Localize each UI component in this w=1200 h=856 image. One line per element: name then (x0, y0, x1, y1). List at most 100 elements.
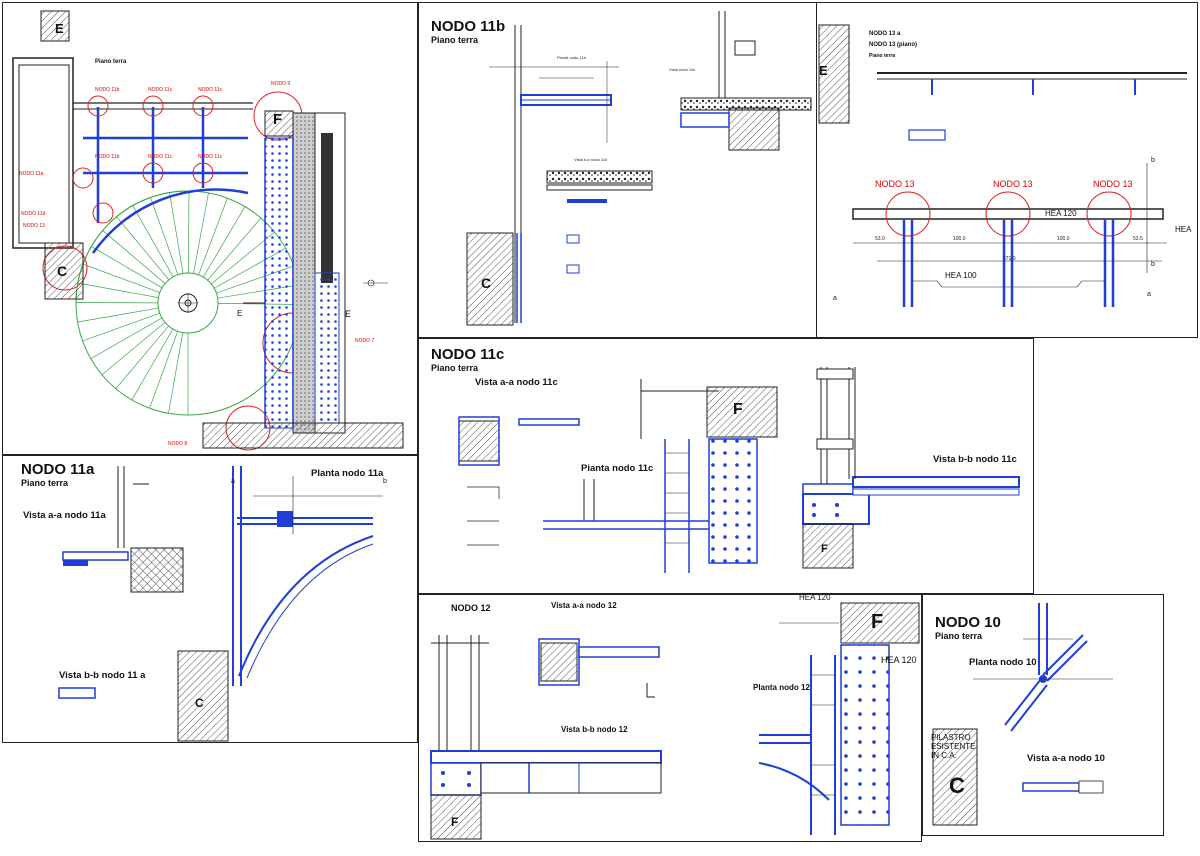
wall-block-e (40, 10, 70, 42)
nodo-11c-title: NODO 11c (431, 346, 505, 363)
nodo-11c-view-plan: Pianta nodo 11c (581, 463, 654, 474)
nodo-13-a1: a (833, 295, 837, 302)
nodo-11c-f2: F (821, 543, 828, 555)
nodo-12-title: NODO 12 (451, 603, 491, 613)
plan-sheet: Piano terra E F C E E NODO 11b NODO 11c … (2, 2, 418, 455)
stair-tread (198, 198, 228, 276)
nodo-13-d5: 371.0 (1003, 256, 1016, 262)
stair-tread (193, 192, 209, 274)
nodo-13-tag-1: NODO 13 (875, 179, 915, 189)
nodo-11b-drawing (466, 11, 812, 326)
stair-tread (149, 331, 179, 409)
sheet-nodo-13: NODO 13 a NODO 13 (piano) Piano terra E NO… (816, 2, 1198, 338)
nodo-11c-view-aa: Vista a-a nodo 11c (475, 377, 558, 388)
nodo-10-subtitle: Piano terra (935, 631, 983, 641)
nodo-12-drawing (430, 602, 920, 840)
tag-11b-2: NODO 11b (95, 154, 120, 160)
nodo-13-subtitle: Piano terra (869, 53, 896, 59)
nodo-12-view-plan: Planta nodo 12 (753, 683, 810, 692)
label-e: E (55, 21, 64, 36)
label-e2: E (237, 309, 243, 318)
stair-tread (82, 263, 160, 293)
pilastro-label: PILASTRO ESISTENTE IN C.A. (931, 733, 975, 760)
nodo-12-hea-top: HEA 120 (799, 594, 831, 602)
label-f: F (273, 111, 283, 128)
nodo-10-title: NODO 10 (935, 614, 1001, 631)
nodo-10-c: C (949, 773, 965, 798)
tag-13: NODO 13 (23, 223, 45, 229)
nodo-13-e: E (819, 63, 828, 78)
nodo-13-tag-3: NODO 13 (1093, 179, 1133, 189)
nodo-11a-b: b (383, 478, 387, 485)
tag-8: NODO 8 (168, 441, 188, 447)
stair-tread (91, 246, 163, 289)
nodo-12-view-aa: Vista a-a nodo 12 (551, 601, 617, 610)
tag-11c-2: NODO 11c (198, 87, 223, 93)
tag-11c-1: NODO 11c (148, 87, 173, 93)
nodo-10-drawing (932, 603, 1113, 826)
tag-11a: NODO 11a (19, 171, 44, 177)
nodo-12-f1: F (871, 611, 884, 633)
label-e3: E (345, 309, 352, 319)
nodo-11a-view-aa: Vista a-a nodo 11a (23, 510, 106, 521)
nodo-13-b1: b (1151, 157, 1155, 164)
stair-tread (101, 321, 166, 376)
nodo-11b-title: NODO 11b (431, 18, 506, 35)
tag-11c-4: NODO 11c (198, 154, 223, 160)
stair-tread (187, 191, 190, 274)
nodo-13-drawing (818, 24, 1187, 307)
stair-tread (115, 325, 169, 389)
stair-tread (82, 312, 160, 342)
nodo-13-hea100: HEA 100 (945, 271, 977, 280)
nodo-13-hea: HEA (1175, 225, 1192, 234)
nodo-11a-drawing (58, 466, 383, 742)
stair-tread (116, 216, 170, 281)
nodo-13-title2: NODO 13 (piano) (869, 42, 918, 48)
stair-tread (202, 206, 246, 278)
nodo-11c-subtitle: Piano terra (431, 363, 479, 373)
stair-tread (77, 307, 159, 323)
nodo-12-view-bb: Vista b-b nodo 12 (561, 725, 628, 734)
nodo-11a-title: NODO 11a (21, 461, 95, 478)
tag-11d: NODO 11d (21, 211, 46, 217)
nodo-13-tag-2: NODO 13 (993, 179, 1033, 189)
nodo-12-f2: F (451, 815, 459, 829)
stair-tread (168, 332, 184, 414)
nodo-11a-c: C (195, 696, 204, 710)
label-c: C (57, 263, 68, 279)
nodo-13-title1: NODO 13 a (869, 31, 901, 37)
stair-tread (150, 197, 179, 275)
stair-treads (75, 191, 300, 415)
tag-7: NODO 7 (355, 338, 375, 344)
nodo-11b-view2: Vista nodo 11b (669, 67, 696, 72)
nodo-11b-c: C (481, 275, 492, 291)
nodo-11a-view-bb: Vista b-b nodo 11 a (59, 670, 146, 681)
nodo-13-b2: b (1151, 261, 1155, 268)
pilastro-line-1: PILASTRO (931, 733, 971, 742)
nodo-12-hea: HEA 120 (881, 655, 917, 665)
nodo-13-hea120: HEA 120 (1045, 209, 1077, 218)
tag-9: NODO 9 (271, 81, 291, 87)
nodo-11a-view-plan: Planta nodo 11a (311, 468, 384, 479)
stair-tread (169, 192, 184, 274)
nodo-10-view-plan: Planta nodo 10 (969, 657, 1037, 668)
stair-tread (132, 205, 174, 278)
stair-tread (207, 217, 262, 281)
pilastro-line-2: ESISTENTE (931, 742, 976, 751)
nodo-11a-a: a (231, 478, 235, 485)
nodo-11c-view-bb: Vista b-b nodo 11c (933, 454, 1017, 465)
nodo-11c-drawing (458, 367, 1020, 573)
nodo-13-a2: a (1147, 291, 1151, 298)
nodo-11b-view1: Pianta nodo 11b (557, 55, 586, 60)
stair-tread (77, 282, 159, 298)
plan-title: Piano terra (95, 59, 127, 65)
stair-tread (102, 230, 166, 284)
nodo-10-view-aa: Vista a-a nodo 10 (1027, 753, 1105, 764)
stair-tread (90, 317, 163, 360)
plan-drawing (12, 10, 404, 451)
nodo-11a-subtitle: Piano terra (21, 478, 69, 488)
nodo-11b-view3: Vista b-b nodo 11b (574, 157, 608, 162)
